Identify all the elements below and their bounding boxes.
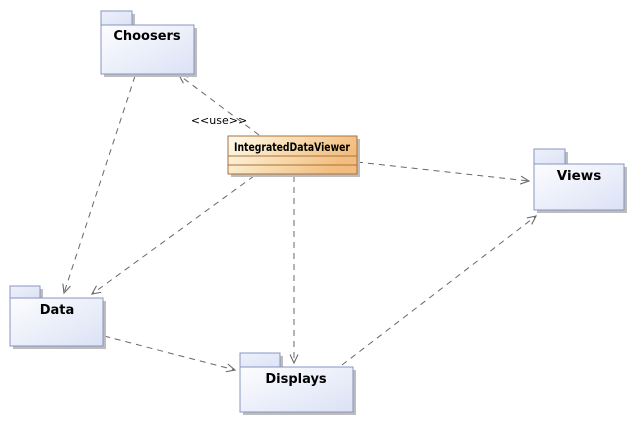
package-data[interactable]: Data <box>9 285 106 349</box>
package-body <box>239 366 354 413</box>
dependency-choosers-to-data[interactable] <box>62 75 136 295</box>
package-tab <box>100 10 133 26</box>
dependency-idv-to-data[interactable] <box>90 175 255 295</box>
package-tab <box>239 352 281 368</box>
dependency-idv-to-views[interactable] <box>356 161 531 185</box>
dependency-idv-to-choosers[interactable] <box>177 74 260 136</box>
dependency-data-to-displays[interactable] <box>103 335 237 373</box>
package-name: Choosers <box>113 29 181 44</box>
package-body <box>100 24 195 75</box>
package-name: Views <box>557 168 602 184</box>
package-body <box>9 297 104 347</box>
package-name: Displays <box>265 372 327 387</box>
class-body <box>227 135 358 175</box>
dependency-displays-to-views[interactable] <box>341 215 538 366</box>
package-displays[interactable]: Displays <box>239 352 356 415</box>
class-name: IntegratedDataViewer <box>234 140 350 154</box>
package-views[interactable]: Views <box>533 148 627 213</box>
package-tab <box>533 148 566 165</box>
dependency-edges <box>62 74 538 373</box>
package-tab <box>9 285 41 299</box>
class-integrateddataviewer[interactable]: IntegratedDataViewer <box>227 135 360 177</box>
package-body <box>533 163 625 211</box>
package-choosers[interactable]: Choosers <box>100 10 197 77</box>
package-name: Data <box>40 303 75 318</box>
use-stereotype-label: <<use>> <box>191 114 247 127</box>
